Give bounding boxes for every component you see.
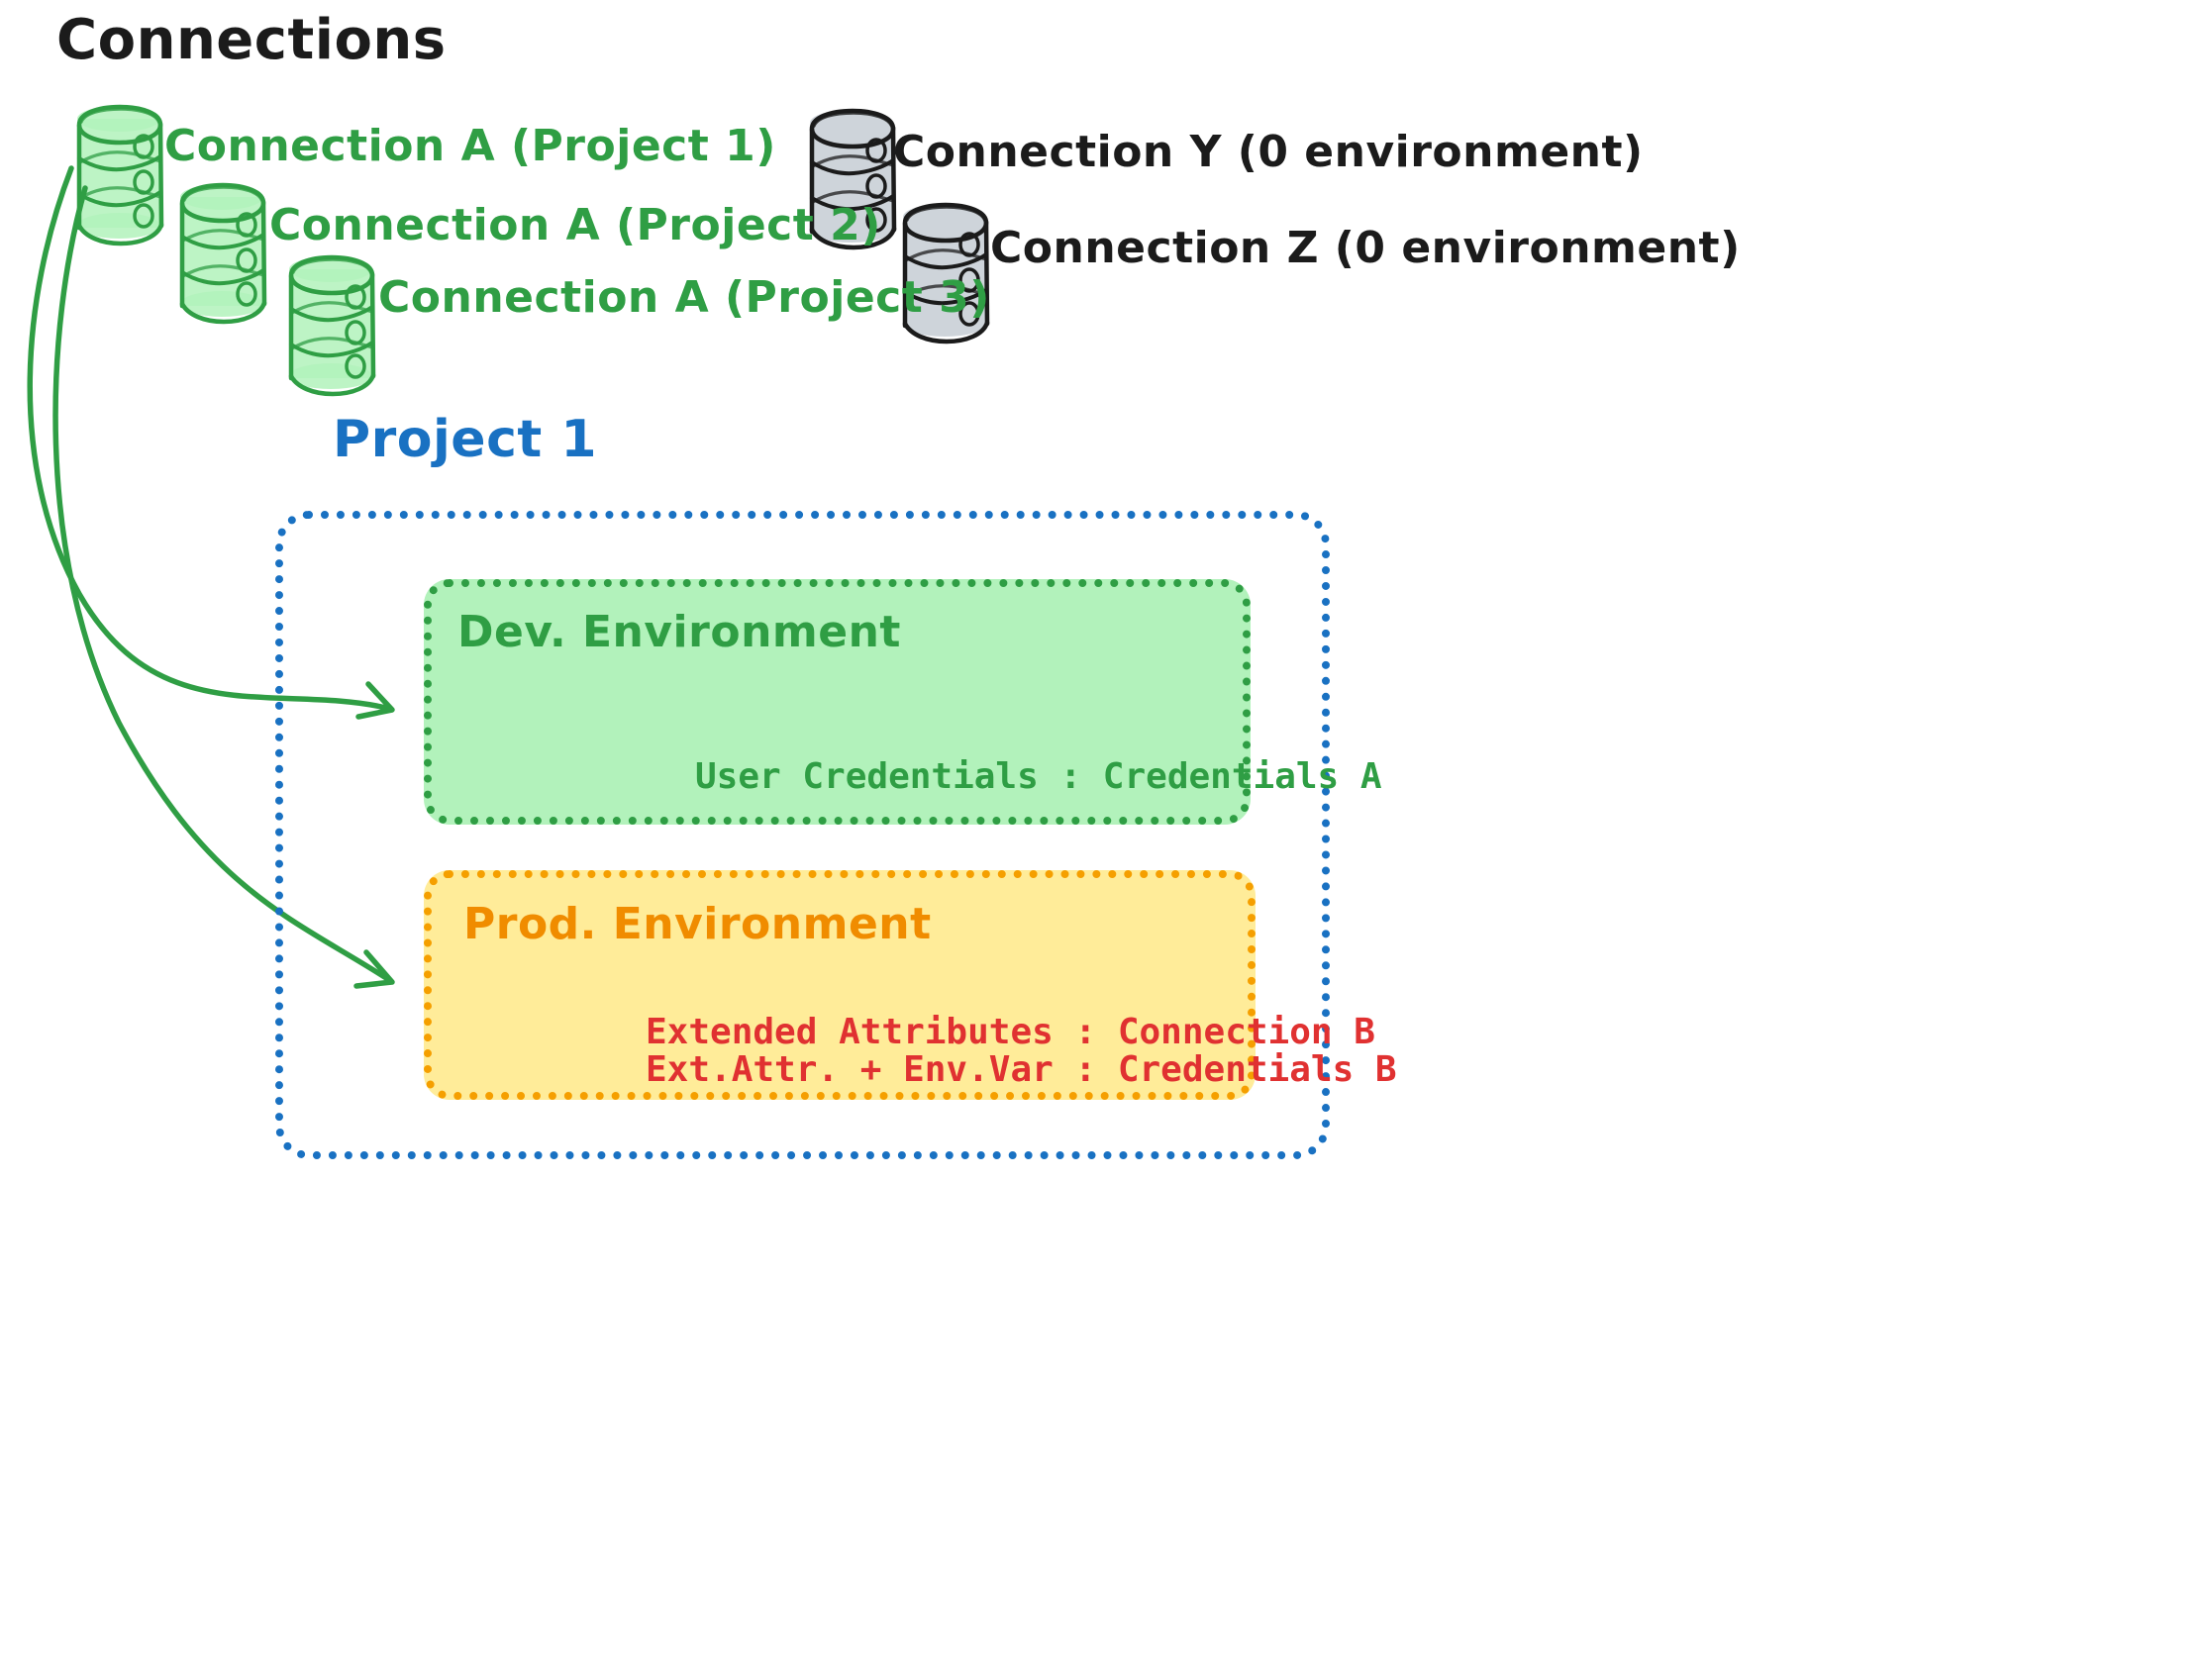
connection-label-a-project-1: Connection A (Project 1) bbox=[164, 121, 776, 171]
prod-environment-box bbox=[424, 870, 1256, 1100]
database-cylinder-icon bbox=[289, 256, 373, 394]
project-container bbox=[275, 511, 1330, 1159]
connection-label-z: Connection Z (0 environment) bbox=[990, 223, 1741, 273]
page-title: Connections bbox=[56, 8, 447, 72]
connection-label-y: Connection Y (0 environment) bbox=[893, 127, 1644, 177]
dev-environment-title: Dev. Environment bbox=[457, 607, 901, 657]
connection-label-a-project-2: Connection A (Project 2) bbox=[269, 200, 881, 250]
prod-environment-entry-2: Ext.Attr. + Env.Var : Credentials B bbox=[646, 1049, 1397, 1090]
dev-environment-box bbox=[424, 579, 1251, 825]
database-cylinder-icon bbox=[180, 184, 264, 322]
dev-environment-entry: User Credentials : Credentials A bbox=[695, 756, 1382, 797]
database-cylinder-icon bbox=[77, 106, 161, 244]
connection-label-a-project-3: Connection A (Project 3) bbox=[378, 272, 990, 323]
arrow-connection-a-to-prod bbox=[52, 185, 395, 989]
prod-environment-entry-1: Extended Attributes : Connection B bbox=[646, 1012, 1375, 1052]
prod-environment-title: Prod. Environment bbox=[463, 899, 932, 949]
project-title: Project 1 bbox=[333, 410, 598, 469]
